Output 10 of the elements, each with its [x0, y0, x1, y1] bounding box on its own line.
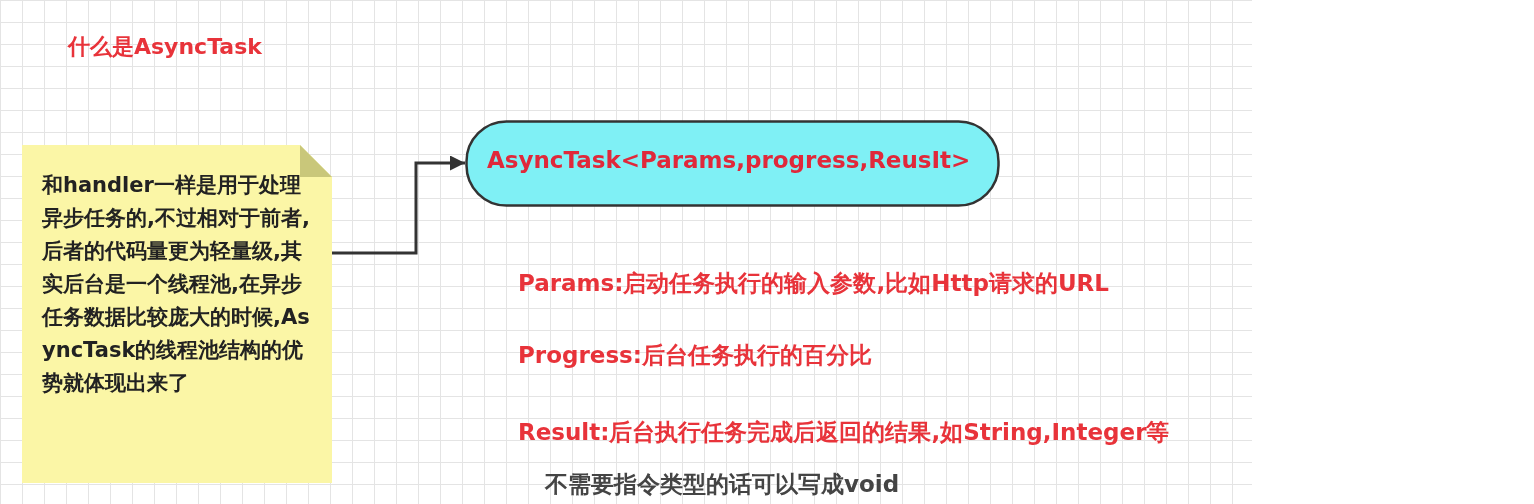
note-text: Params:启动任务执行的输入参数,比如Http请求的URL [518, 269, 1109, 298]
heading: 什么是AsyncTask [68, 33, 262, 61]
sticky-note [22, 145, 332, 483]
class-signature: AsyncTask<Params,progress,ReusIt> [487, 147, 972, 173]
note-text: 和handler一样是用于处理异步任务的,不过相对于前者,后者的代码量更为轻量级,其实后台是一个线程池,在异步任务数据比较庞大的时候,AsyncTask的线程池结构的优势就体现出来了 [42, 172, 311, 397]
note-text: Result:后台执行任务完成后返回的结果,如String,Integer等 [518, 418, 1170, 447]
arrow [332, 155, 465, 255]
terminal-box [465, 120, 1000, 207]
note-text: Progress:后台任务执行的百分比 [518, 341, 872, 370]
note-text: 不需要指令类型的话可以写成void [545, 470, 900, 499]
